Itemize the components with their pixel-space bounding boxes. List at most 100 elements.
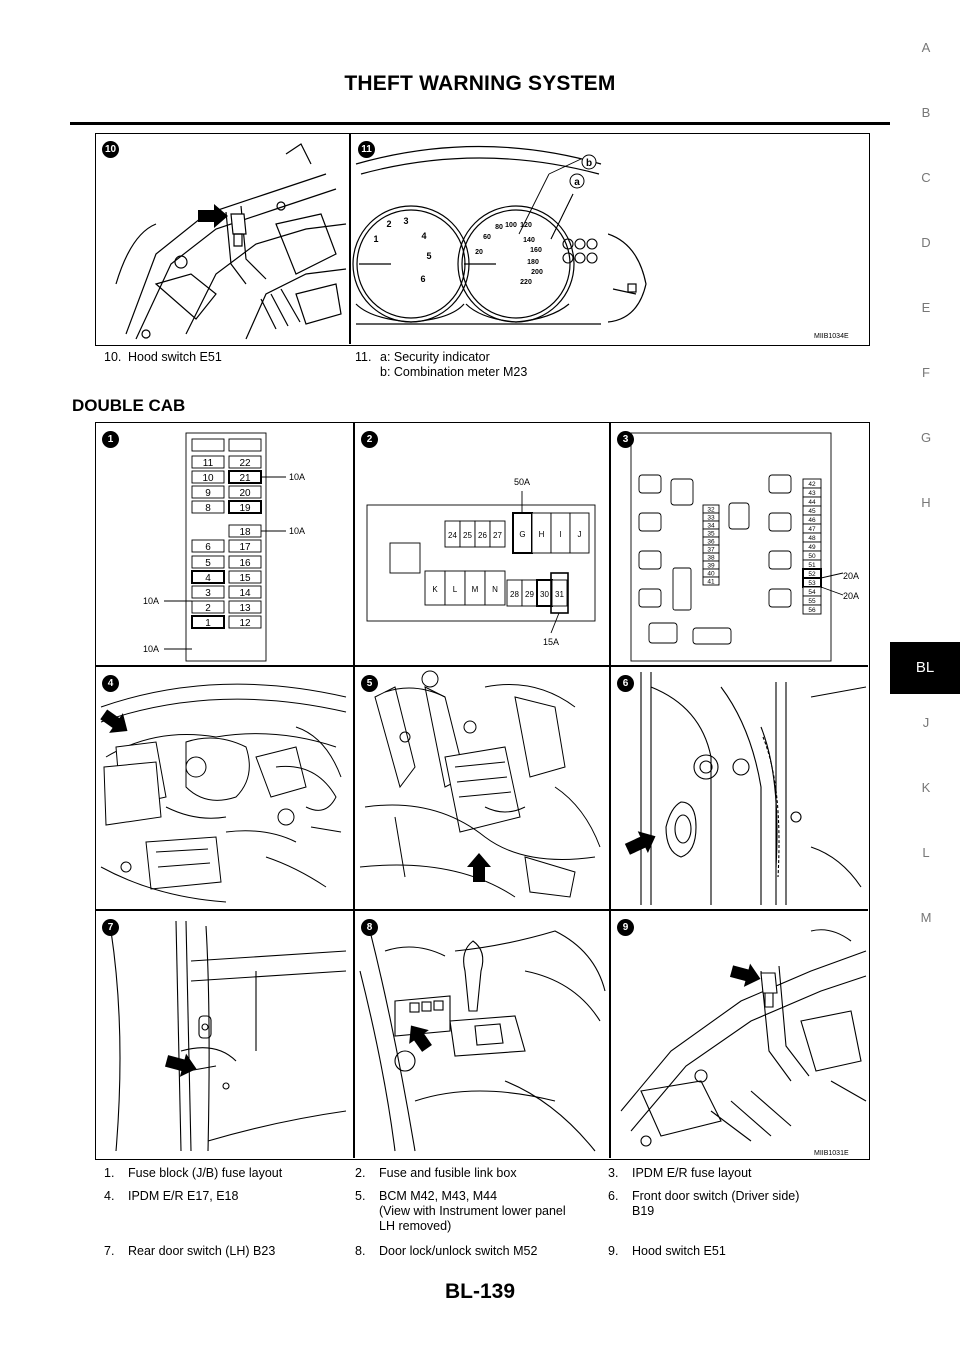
section-tab-f[interactable]: F	[922, 365, 930, 380]
ipdm-relay	[768, 474, 792, 494]
gauge-number: 5	[426, 251, 431, 261]
fuse-slot-1	[191, 615, 225, 629]
image-code-2: MIIB1031E	[814, 1150, 849, 1157]
section-tab-l[interactable]: L	[922, 845, 930, 860]
fuse-number: 53	[808, 580, 816, 587]
fusible-link-label: G	[519, 530, 525, 539]
fuse-number: 26	[478, 531, 487, 540]
fuse-rating: 20A	[843, 571, 859, 581]
fuse-number: 47	[808, 526, 816, 533]
fuse-slot-empty	[228, 438, 262, 452]
fusible-link-label: I	[559, 530, 561, 539]
section-tab-a[interactable]: A	[921, 40, 931, 55]
grid-divider-v1	[353, 423, 355, 1158]
fuse-slot-20	[228, 485, 262, 499]
fuse-slot-15	[228, 570, 262, 584]
caption-11-number: 11.	[355, 350, 372, 364]
gauge-number: 2	[386, 219, 391, 229]
fuse-number: 41	[707, 579, 715, 586]
fusible-link-label: H	[539, 530, 545, 539]
fuse-number: 32	[707, 507, 715, 514]
fuse-number: 50	[808, 553, 816, 560]
ipdm-relay	[768, 588, 792, 608]
caption-4-text: IPDM E/R E17, E18	[128, 1189, 239, 1203]
figure-number-2: 2	[361, 431, 378, 448]
callout-line	[820, 586, 844, 596]
ipdm-relay	[768, 550, 792, 570]
fuse-slot-3	[191, 585, 225, 599]
caption-8-number: 8.	[355, 1244, 366, 1258]
gauge-number: 4	[421, 231, 426, 241]
fuse-slot-12	[228, 615, 262, 629]
fuse-number: 43	[808, 490, 816, 497]
fuse-slot-8	[191, 500, 225, 514]
engine-compartment-illustration	[96, 667, 352, 908]
fuse-number: 39	[707, 563, 715, 570]
fuse-number: 1	[205, 618, 211, 629]
caption-7-number: 7.	[104, 1244, 115, 1258]
caption-10-text: Hood switch E51	[128, 350, 222, 364]
fuse-number: 18	[239, 527, 251, 538]
caption-8-text: Door lock/unlock switch M52	[379, 1244, 538, 1258]
gauge-number: 60	[483, 234, 491, 241]
ipdm-connector	[692, 627, 732, 645]
fuse-slot-14	[228, 585, 262, 599]
fuse-number: 27	[493, 531, 502, 540]
fuse-slot-9	[191, 485, 225, 499]
caption-7-text: Rear door switch (LH) B23	[128, 1244, 276, 1258]
section-tab-e[interactable]: E	[921, 300, 931, 315]
section-tab-c[interactable]: C	[921, 170, 931, 185]
caption-5-text: BCM M42, M43, M44 (View with Instrument …	[379, 1189, 566, 1233]
fuse-rating: 10A	[143, 644, 159, 654]
link-box-outline	[366, 504, 596, 622]
section-tab-g[interactable]: G	[920, 430, 932, 445]
fuse-number: 55	[808, 598, 816, 605]
rear-door-switch-illustration	[96, 911, 352, 1157]
fuse-number: 9	[205, 488, 211, 499]
front-door-switch-illustration	[611, 667, 868, 908]
fuse-number: 16	[239, 558, 251, 569]
fuse-number: 48	[808, 535, 816, 542]
fuse-slot-13	[228, 600, 262, 614]
fuse-number: 31	[555, 590, 564, 599]
caption-9-number: 9.	[608, 1244, 619, 1258]
fuse-number: 17	[239, 542, 251, 553]
fuse-number: 4	[205, 573, 211, 584]
gauge-number: 100	[505, 222, 517, 229]
section-tab-j[interactable]: J	[922, 715, 930, 730]
fuse-number: 29	[525, 590, 534, 599]
grid-divider-h2	[96, 909, 868, 911]
fuse-number: 11	[203, 458, 214, 469]
fuse-slot-4	[191, 570, 225, 584]
fuse-slot-56	[802, 604, 822, 615]
caption-6-text: Front door switch (Driver side) B19	[632, 1189, 800, 1218]
label-a-circle	[569, 173, 585, 189]
fusible-link-label: L	[453, 585, 458, 594]
section-tab-bl[interactable]: BL	[890, 642, 960, 694]
figure-number-10: 10	[102, 141, 119, 158]
fuse-slot-17	[228, 539, 262, 553]
title-divider	[70, 122, 890, 125]
grid-divider-v2	[609, 423, 611, 1158]
ipdm-relay	[728, 502, 750, 530]
fuse-number: 34	[707, 523, 715, 530]
section-tab-k[interactable]: K	[921, 780, 931, 795]
caption-1-number: 1.	[104, 1166, 115, 1180]
fuse-slot-16	[228, 555, 262, 569]
fuse-number: 30	[540, 590, 549, 599]
fuse-number: 3	[205, 588, 211, 599]
gauge-number: 160	[530, 247, 542, 254]
section-tab-d[interactable]: D	[921, 235, 931, 250]
section-tab-b[interactable]: B	[921, 105, 931, 120]
ipdm-relay	[638, 512, 662, 532]
fuse-slot-10	[191, 470, 225, 484]
grid-divider-h1	[96, 665, 868, 667]
ipdm-relay	[638, 588, 662, 608]
figure-number-5: 5	[361, 675, 378, 692]
caption-3-text: IPDM E/R fuse layout	[632, 1166, 752, 1180]
caption-5-number: 5.	[355, 1189, 366, 1203]
section-tab-h[interactable]: H	[921, 495, 931, 510]
section-tab-m[interactable]: M	[920, 910, 932, 925]
caption-6-number: 6.	[608, 1189, 619, 1203]
